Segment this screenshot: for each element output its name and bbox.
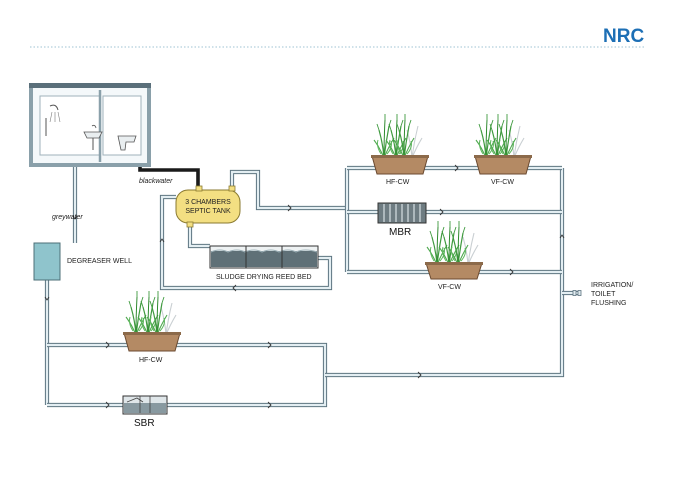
flow-arrow-icon (44, 164, 565, 409)
hf-cw-top-label: HF-CW (386, 179, 410, 186)
sludge-drying-reed-bed (209, 245, 319, 269)
output-label-2: TOILET (591, 291, 616, 298)
hf-cw-bottom-planter (123, 290, 181, 352)
sbr-tank-icon (122, 395, 168, 415)
degreaser-well-label: DEGREASER WELL (67, 258, 132, 265)
septic-tank: 3 CHAMBERS SEPTIC TANK (175, 185, 241, 228)
mbr-label: MBR (389, 227, 411, 238)
hf-cw-bottom-label: HF-CW (139, 357, 163, 364)
blackwater-pipe (138, 164, 200, 190)
vf-cw-top-planter (474, 113, 532, 175)
output-nozzle (572, 290, 582, 296)
sink-icon (83, 124, 103, 150)
greywater-label: greywater (52, 214, 83, 221)
brand-logo: NRC (603, 26, 644, 47)
vf-cw-mid-planter (425, 220, 483, 280)
vf-cw-top-label: VF-CW (491, 179, 514, 186)
sludge-bed-label: SLUDGE DRYING REED BED (216, 274, 312, 281)
building-icon (29, 83, 151, 167)
degreaser-well (33, 242, 61, 281)
blackwater-label: blackwater (139, 178, 173, 185)
toilet-icon (117, 135, 137, 151)
septic-tank-label-1: 3 CHAMBERS (185, 199, 231, 206)
pipe-network (44, 164, 578, 408)
output-label-3: FLUSHING (591, 300, 626, 307)
output-label-1: IRRIGATION/ (591, 282, 633, 289)
hf-cw-top-planter (371, 113, 429, 175)
sbr-label: SBR (134, 418, 155, 429)
shower-icon (45, 104, 61, 136)
septic-tank-label-2: SEPTIC TANK (185, 208, 231, 215)
mbr-module-icon (377, 202, 427, 224)
vf-cw-mid-label: VF-CW (438, 284, 461, 291)
